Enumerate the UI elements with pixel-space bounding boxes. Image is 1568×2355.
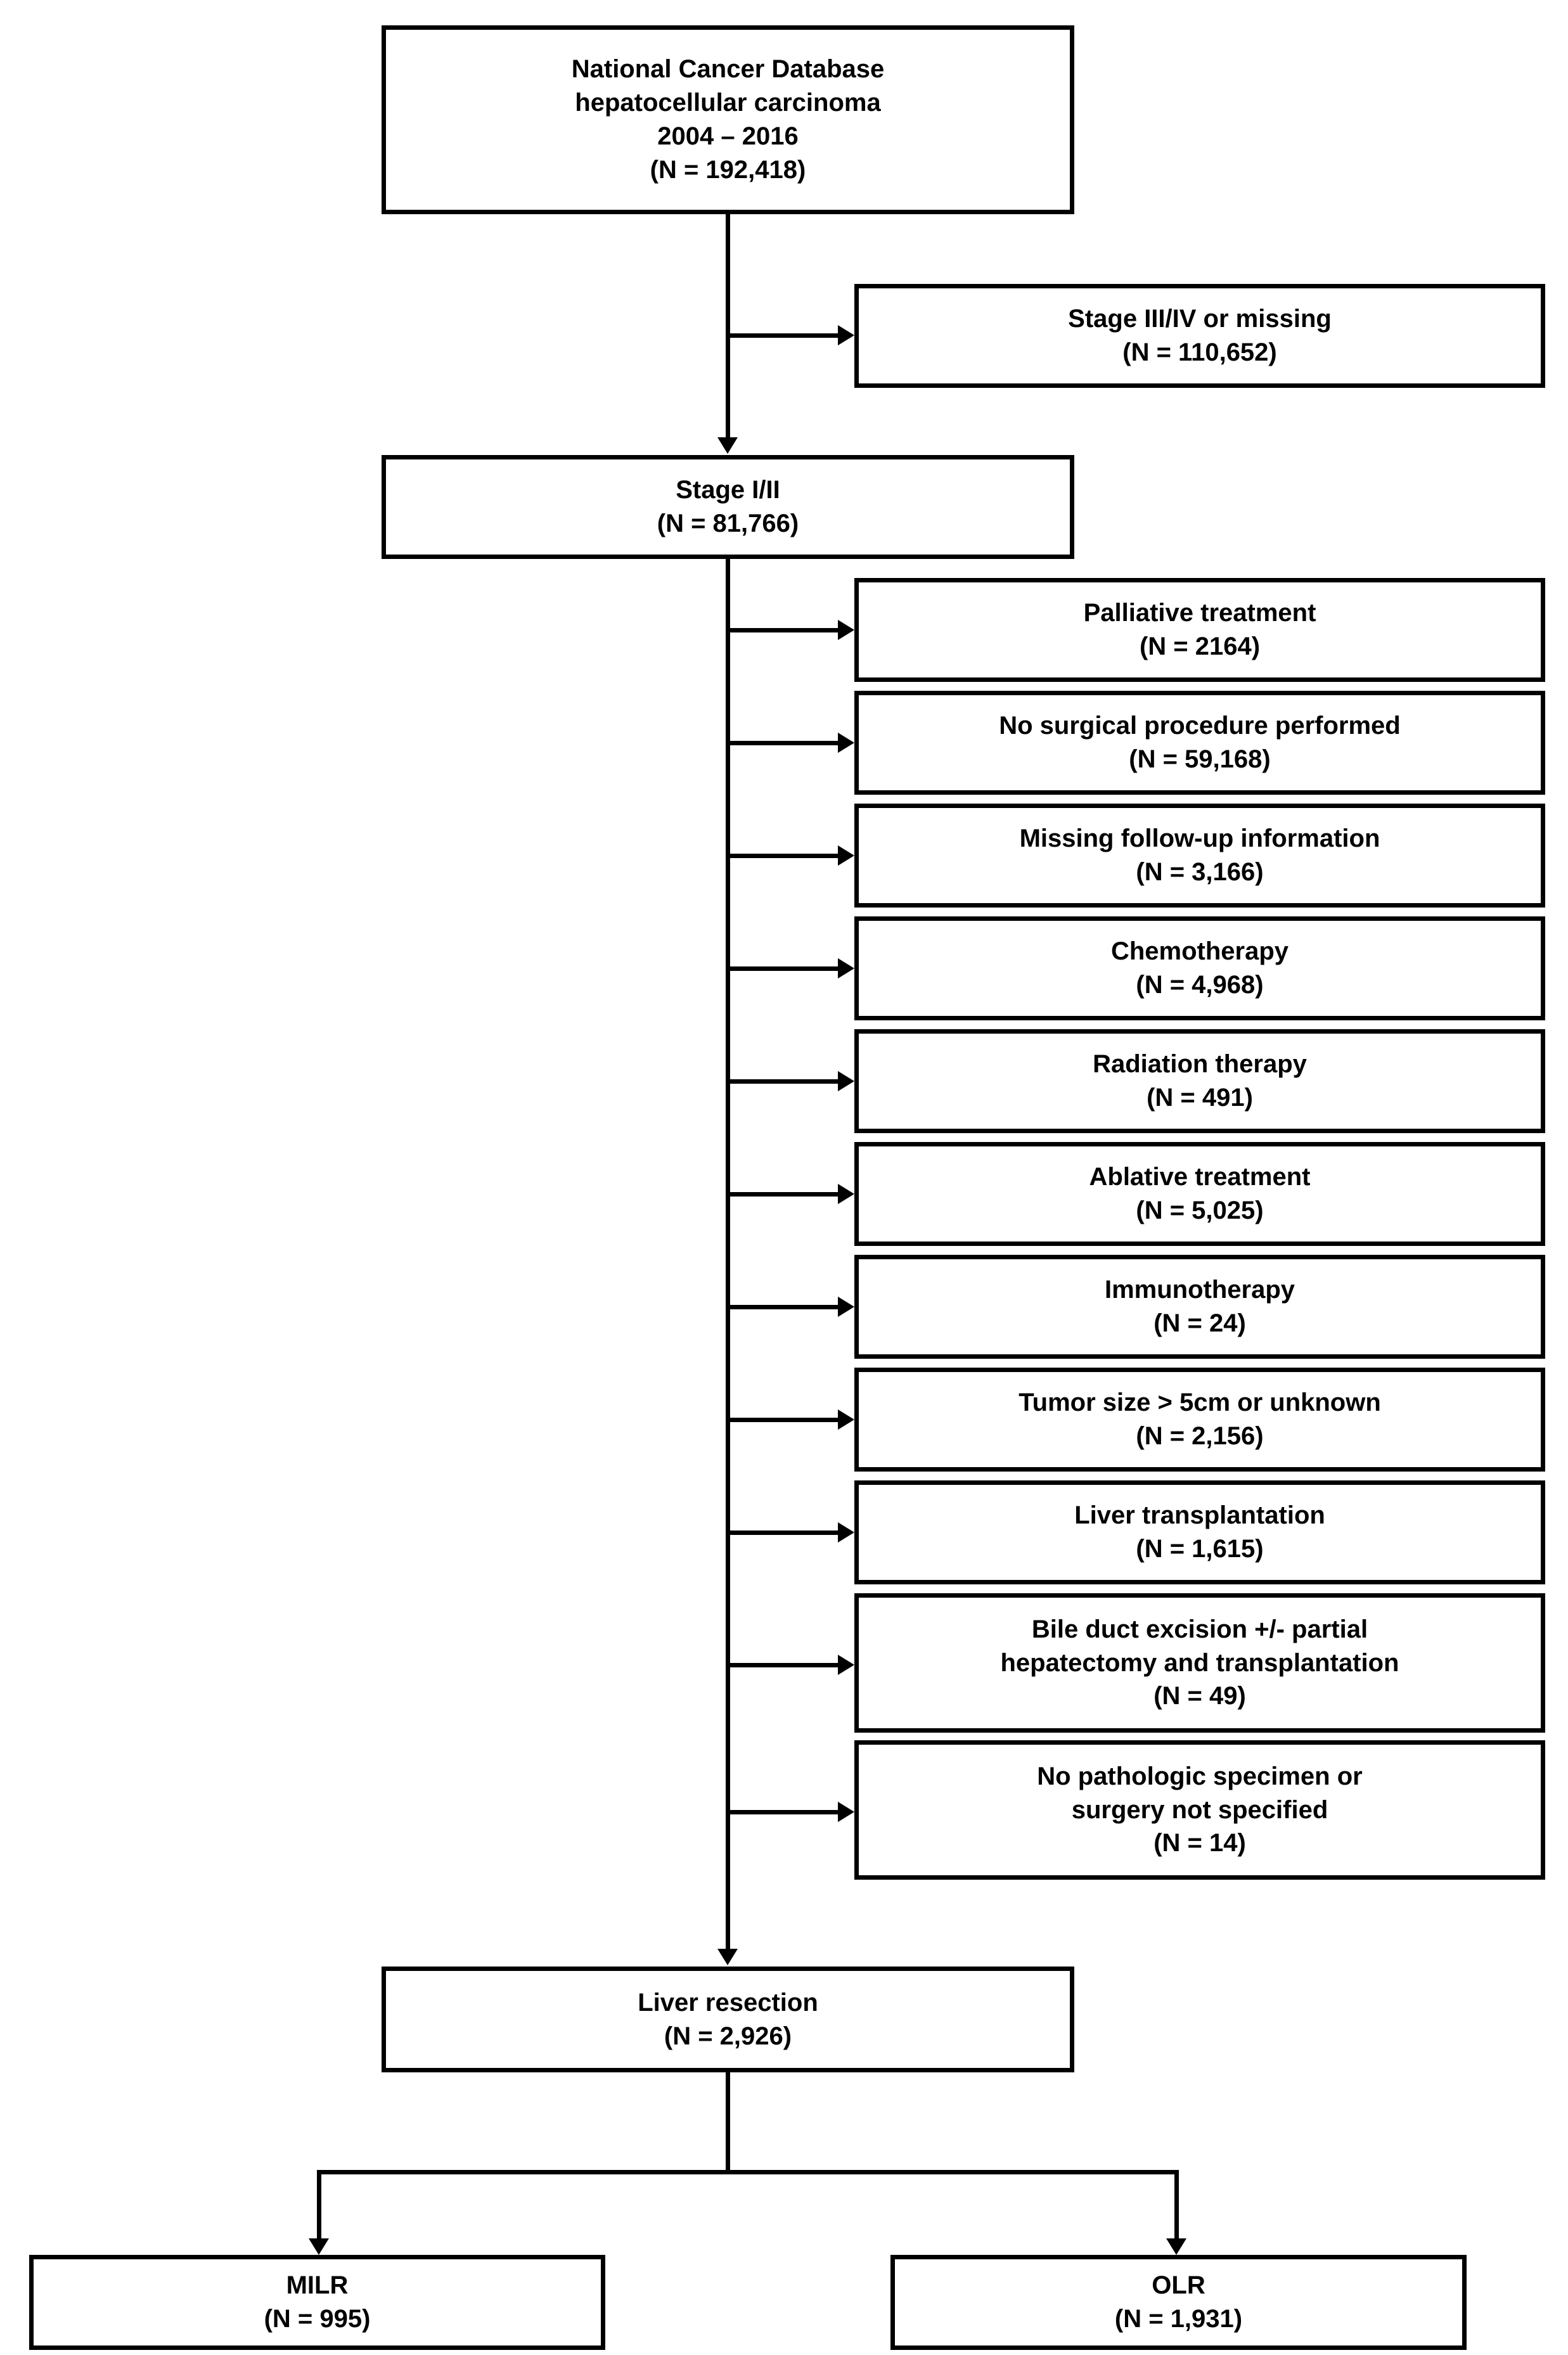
exclusion-2-line-1: No surgical procedure performed <box>999 712 1401 740</box>
node-exclusion-tumor-size: Tumor size > 5cm or unknown (N = 2,156) <box>854 1368 1545 1472</box>
node-exclusion-liver-transplantation: Liver transplantation (N = 1,615) <box>854 1480 1545 1584</box>
node-exclusion-radiation-therapy: Radiation therapy (N = 491) <box>854 1029 1545 1133</box>
exclusion-11-line-1: No pathologic specimen or <box>1037 1762 1363 1790</box>
arrow-into-exclusion-5 <box>838 1071 854 1091</box>
connector-to-exclusion-5 <box>726 1079 838 1084</box>
node-liver-resection-line-1: Liver resection <box>638 1988 818 2017</box>
connector-to-exclusion-2 <box>726 741 838 745</box>
arrow-into-exclusion-10 <box>838 1655 854 1675</box>
node-source-cohort: National Cancer Database hepatocellular … <box>382 25 1074 214</box>
connector-to-exclusion-11 <box>726 1810 838 1814</box>
node-source-line-2: hepatocellular carcinoma <box>575 89 881 117</box>
node-milr-line-1: MILR <box>286 2271 349 2300</box>
exclusion-10-line-2: hepatectomy and transplantation <box>1000 1648 1399 1677</box>
exclusion-6-line-2: (N = 5,025) <box>1136 1197 1264 1224</box>
exclusion-7-line-1: Immunotherapy <box>1104 1276 1295 1304</box>
exclusion-7-line-2: (N = 24) <box>1154 1309 1246 1337</box>
node-stage-included-line-1: Stage I/II <box>676 476 780 504</box>
node-exclusion-no-surgical-procedure: No surgical procedure performed (N = 59,… <box>854 691 1545 795</box>
node-exclusion-missing-followup: Missing follow-up information (N = 3,166… <box>854 804 1545 908</box>
arrow-into-exclusion-8 <box>838 1409 854 1430</box>
connector-resection-down <box>726 2072 730 2174</box>
arrow-into-exclusion-4 <box>838 958 854 979</box>
exclusion-1-line-1: Palliative treatment <box>1083 599 1316 627</box>
connector-to-exclusion-3 <box>726 854 838 858</box>
arrow-into-exclusion-11 <box>838 1802 854 1822</box>
exclusion-9-line-1: Liver transplantation <box>1074 1501 1325 1530</box>
node-stage-excluded-line-2: (N = 110,652) <box>1122 338 1277 366</box>
arrow-into-stage-i-ii <box>717 437 738 454</box>
node-olr: OLR (N = 1,931) <box>890 2255 1467 2350</box>
node-exclusion-bile-duct-excision: Bile duct excision +/- partial hepatecto… <box>854 1593 1545 1733</box>
connector-to-exclusion-6 <box>726 1192 838 1197</box>
exclusion-5-line-1: Radiation therapy <box>1093 1050 1307 1079</box>
exclusion-8-line-2: (N = 2,156) <box>1136 1422 1264 1450</box>
node-milr-line-2: (N = 995) <box>264 2305 371 2333</box>
node-exclusion-palliative-treatment: Palliative treatment (N = 2164) <box>854 578 1545 682</box>
node-milr: MILR (N = 995) <box>29 2255 605 2350</box>
node-olr-line-1: OLR <box>1152 2271 1205 2300</box>
node-stage-included-line-2: (N = 81,766) <box>657 510 799 537</box>
arrow-into-exclusion-6 <box>838 1184 854 1204</box>
arrow-into-stage-excluded <box>838 325 854 345</box>
exclusion-4-line-1: Chemotherapy <box>1110 937 1289 966</box>
connector-to-exclusion-10 <box>726 1663 838 1667</box>
node-liver-resection: Liver resection (N = 2,926) <box>382 1967 1074 2072</box>
exclusion-3-line-1: Missing follow-up information <box>1019 825 1380 853</box>
exclusion-1-line-2: (N = 2164) <box>1139 632 1261 660</box>
connector-to-olr <box>1174 2170 1179 2241</box>
node-source-line-4: (N = 192,418) <box>650 155 806 184</box>
exclusion-4-line-2: (N = 4,968) <box>1136 971 1264 999</box>
exclusion-2-line-2: (N = 59,168) <box>1129 745 1271 773</box>
exclusion-10-line-3: (N = 49) <box>1154 1682 1246 1710</box>
connector-split-horizontal <box>317 2170 1179 2174</box>
node-exclusion-chemotherapy: Chemotherapy (N = 4,968) <box>854 916 1545 1020</box>
node-source-line-3: 2004 – 2016 <box>657 122 799 150</box>
exclusion-3-line-2: (N = 3,166) <box>1136 858 1264 886</box>
arrow-into-liver-resection <box>717 1949 738 1965</box>
connector-to-stage-excluded <box>726 333 838 338</box>
arrow-into-exclusion-9 <box>838 1522 854 1543</box>
connector-source-to-stage <box>726 214 730 437</box>
connector-stage-to-resection <box>726 559 730 1949</box>
exclusion-10-line-1: Bile duct excision +/- partial <box>1031 1615 1368 1643</box>
connector-to-exclusion-7 <box>726 1305 838 1309</box>
arrow-into-exclusion-3 <box>838 845 854 866</box>
node-stage-excluded-line-1: Stage III/IV or missing <box>1068 305 1332 333</box>
arrow-into-exclusion-2 <box>838 733 854 753</box>
arrow-into-exclusion-7 <box>838 1297 854 1317</box>
node-exclusion-immunotherapy: Immunotherapy (N = 24) <box>854 1255 1545 1359</box>
connector-to-exclusion-8 <box>726 1418 838 1422</box>
node-exclusion-ablative-treatment: Ablative treatment (N = 5,025) <box>854 1142 1545 1246</box>
exclusion-6-line-1: Ablative treatment <box>1089 1163 1311 1191</box>
node-stage-iii-iv-or-missing: Stage III/IV or missing (N = 110,652) <box>854 284 1545 388</box>
exclusion-9-line-2: (N = 1,615) <box>1136 1535 1264 1563</box>
connector-to-milr <box>317 2170 321 2241</box>
arrow-into-olr <box>1166 2238 1186 2255</box>
node-olr-line-2: (N = 1,931) <box>1114 2305 1243 2333</box>
exclusion-11-line-3: (N = 14) <box>1154 1829 1246 1858</box>
node-source-line-1: National Cancer Database <box>571 55 885 84</box>
exclusion-11-line-2: surgery not specified <box>1071 1795 1328 1824</box>
connector-to-exclusion-9 <box>726 1530 838 1535</box>
exclusion-5-line-2: (N = 491) <box>1147 1084 1253 1112</box>
arrow-into-exclusion-1 <box>838 620 854 640</box>
arrow-into-milr <box>309 2238 329 2255</box>
connector-to-exclusion-4 <box>726 966 838 971</box>
connector-to-exclusion-1 <box>726 628 838 632</box>
node-exclusion-no-pathologic-specimen: No pathologic specimen or surgery not sp… <box>854 1740 1545 1880</box>
node-liver-resection-line-2: (N = 2,926) <box>664 2022 792 2050</box>
node-stage-i-ii: Stage I/II (N = 81,766) <box>382 455 1074 559</box>
exclusion-8-line-1: Tumor size > 5cm or unknown <box>1019 1389 1381 1417</box>
